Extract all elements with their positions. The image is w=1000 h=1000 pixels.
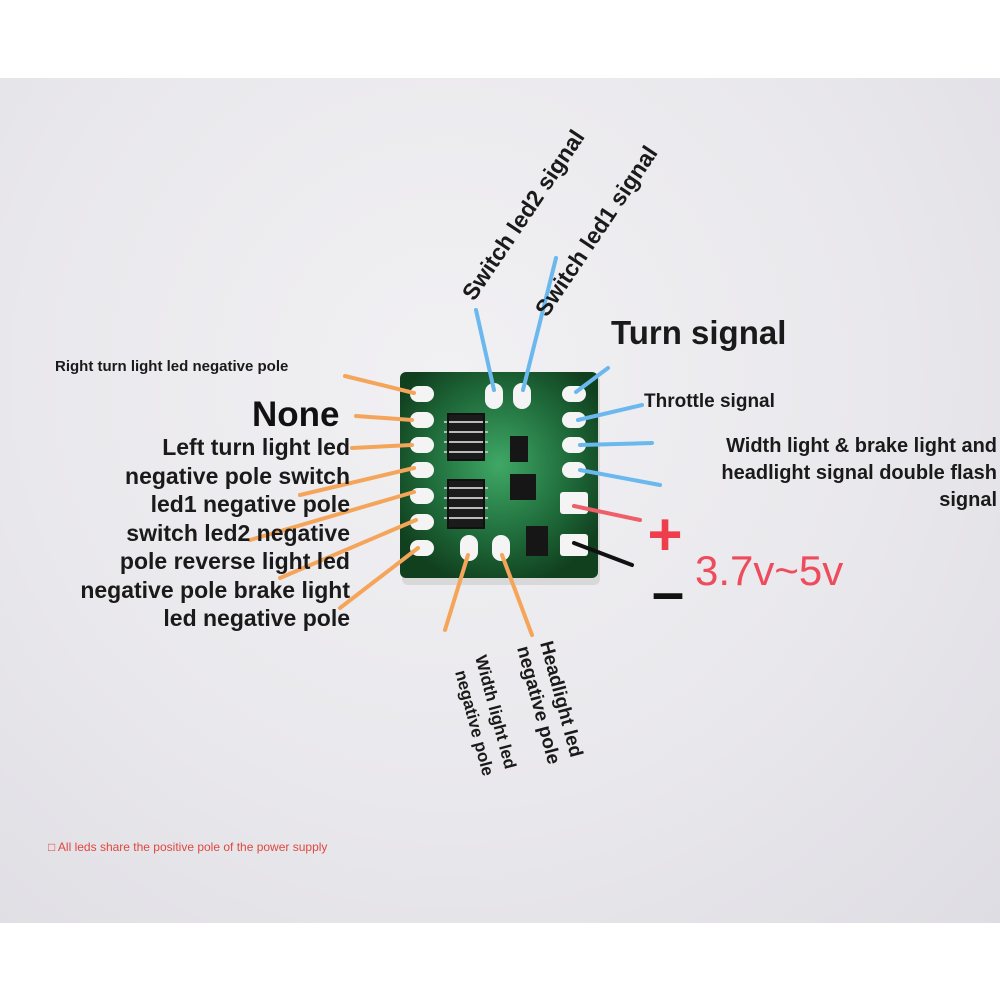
pcb-board bbox=[400, 372, 600, 585]
throttle-signal-label: Throttle signal bbox=[644, 391, 775, 412]
bottom-pad-1 bbox=[460, 535, 478, 561]
capacitor bbox=[526, 526, 548, 556]
width-brake-line-3: signal bbox=[939, 489, 997, 511]
right-turn-negative-label: Right turn light led negative pole bbox=[55, 358, 289, 375]
width-brake-headlight-label: Width light & brake light and headlight … bbox=[721, 433, 997, 514]
width-brake-line-2: headlight signal double flash bbox=[721, 462, 997, 484]
mosfet bbox=[510, 474, 536, 500]
orange-leaders bbox=[248, 374, 534, 637]
blue-leaders bbox=[474, 256, 662, 487]
footnote: □ All leds share the positive pole of th… bbox=[48, 840, 328, 854]
positive-leader bbox=[572, 504, 642, 522]
right-pads bbox=[560, 386, 588, 556]
left-pins-line-6: negative pole brake light bbox=[80, 576, 350, 603]
left-pins-line-1: Left turn light led bbox=[162, 434, 350, 460]
voltage-label: 3.7v~5v bbox=[695, 547, 843, 594]
top-pad-2 bbox=[513, 383, 531, 409]
transistor bbox=[510, 436, 528, 462]
left-pins-line-7: led negative pole bbox=[163, 605, 350, 631]
ic-chip-upper bbox=[444, 413, 488, 461]
plus-sign: + bbox=[647, 501, 682, 568]
left-pins-line-3: led1 negative pole bbox=[150, 491, 350, 517]
left-pins-label: Left turn light led negative pole switch… bbox=[80, 433, 350, 633]
left-pins-line-2: negative pole switch bbox=[125, 462, 350, 489]
left-pins-line-4: switch led2 negative bbox=[126, 519, 350, 546]
none-label: None bbox=[252, 395, 340, 434]
ic-chip-lower bbox=[444, 479, 488, 529]
width-light-label: Width light led negative pole bbox=[451, 653, 520, 778]
top-pad-1 bbox=[485, 383, 503, 409]
headlight-label: Headlight led negative pole bbox=[512, 639, 586, 767]
width-brake-line-1: Width light & brake light and bbox=[726, 435, 997, 457]
turn-signal-label: Turn signal bbox=[611, 314, 787, 351]
bottom-pad-2 bbox=[492, 535, 510, 561]
left-pins-line-5: pole reverse light led bbox=[119, 548, 350, 574]
negative-leader bbox=[572, 541, 634, 567]
minus-sign: – bbox=[652, 560, 684, 625]
